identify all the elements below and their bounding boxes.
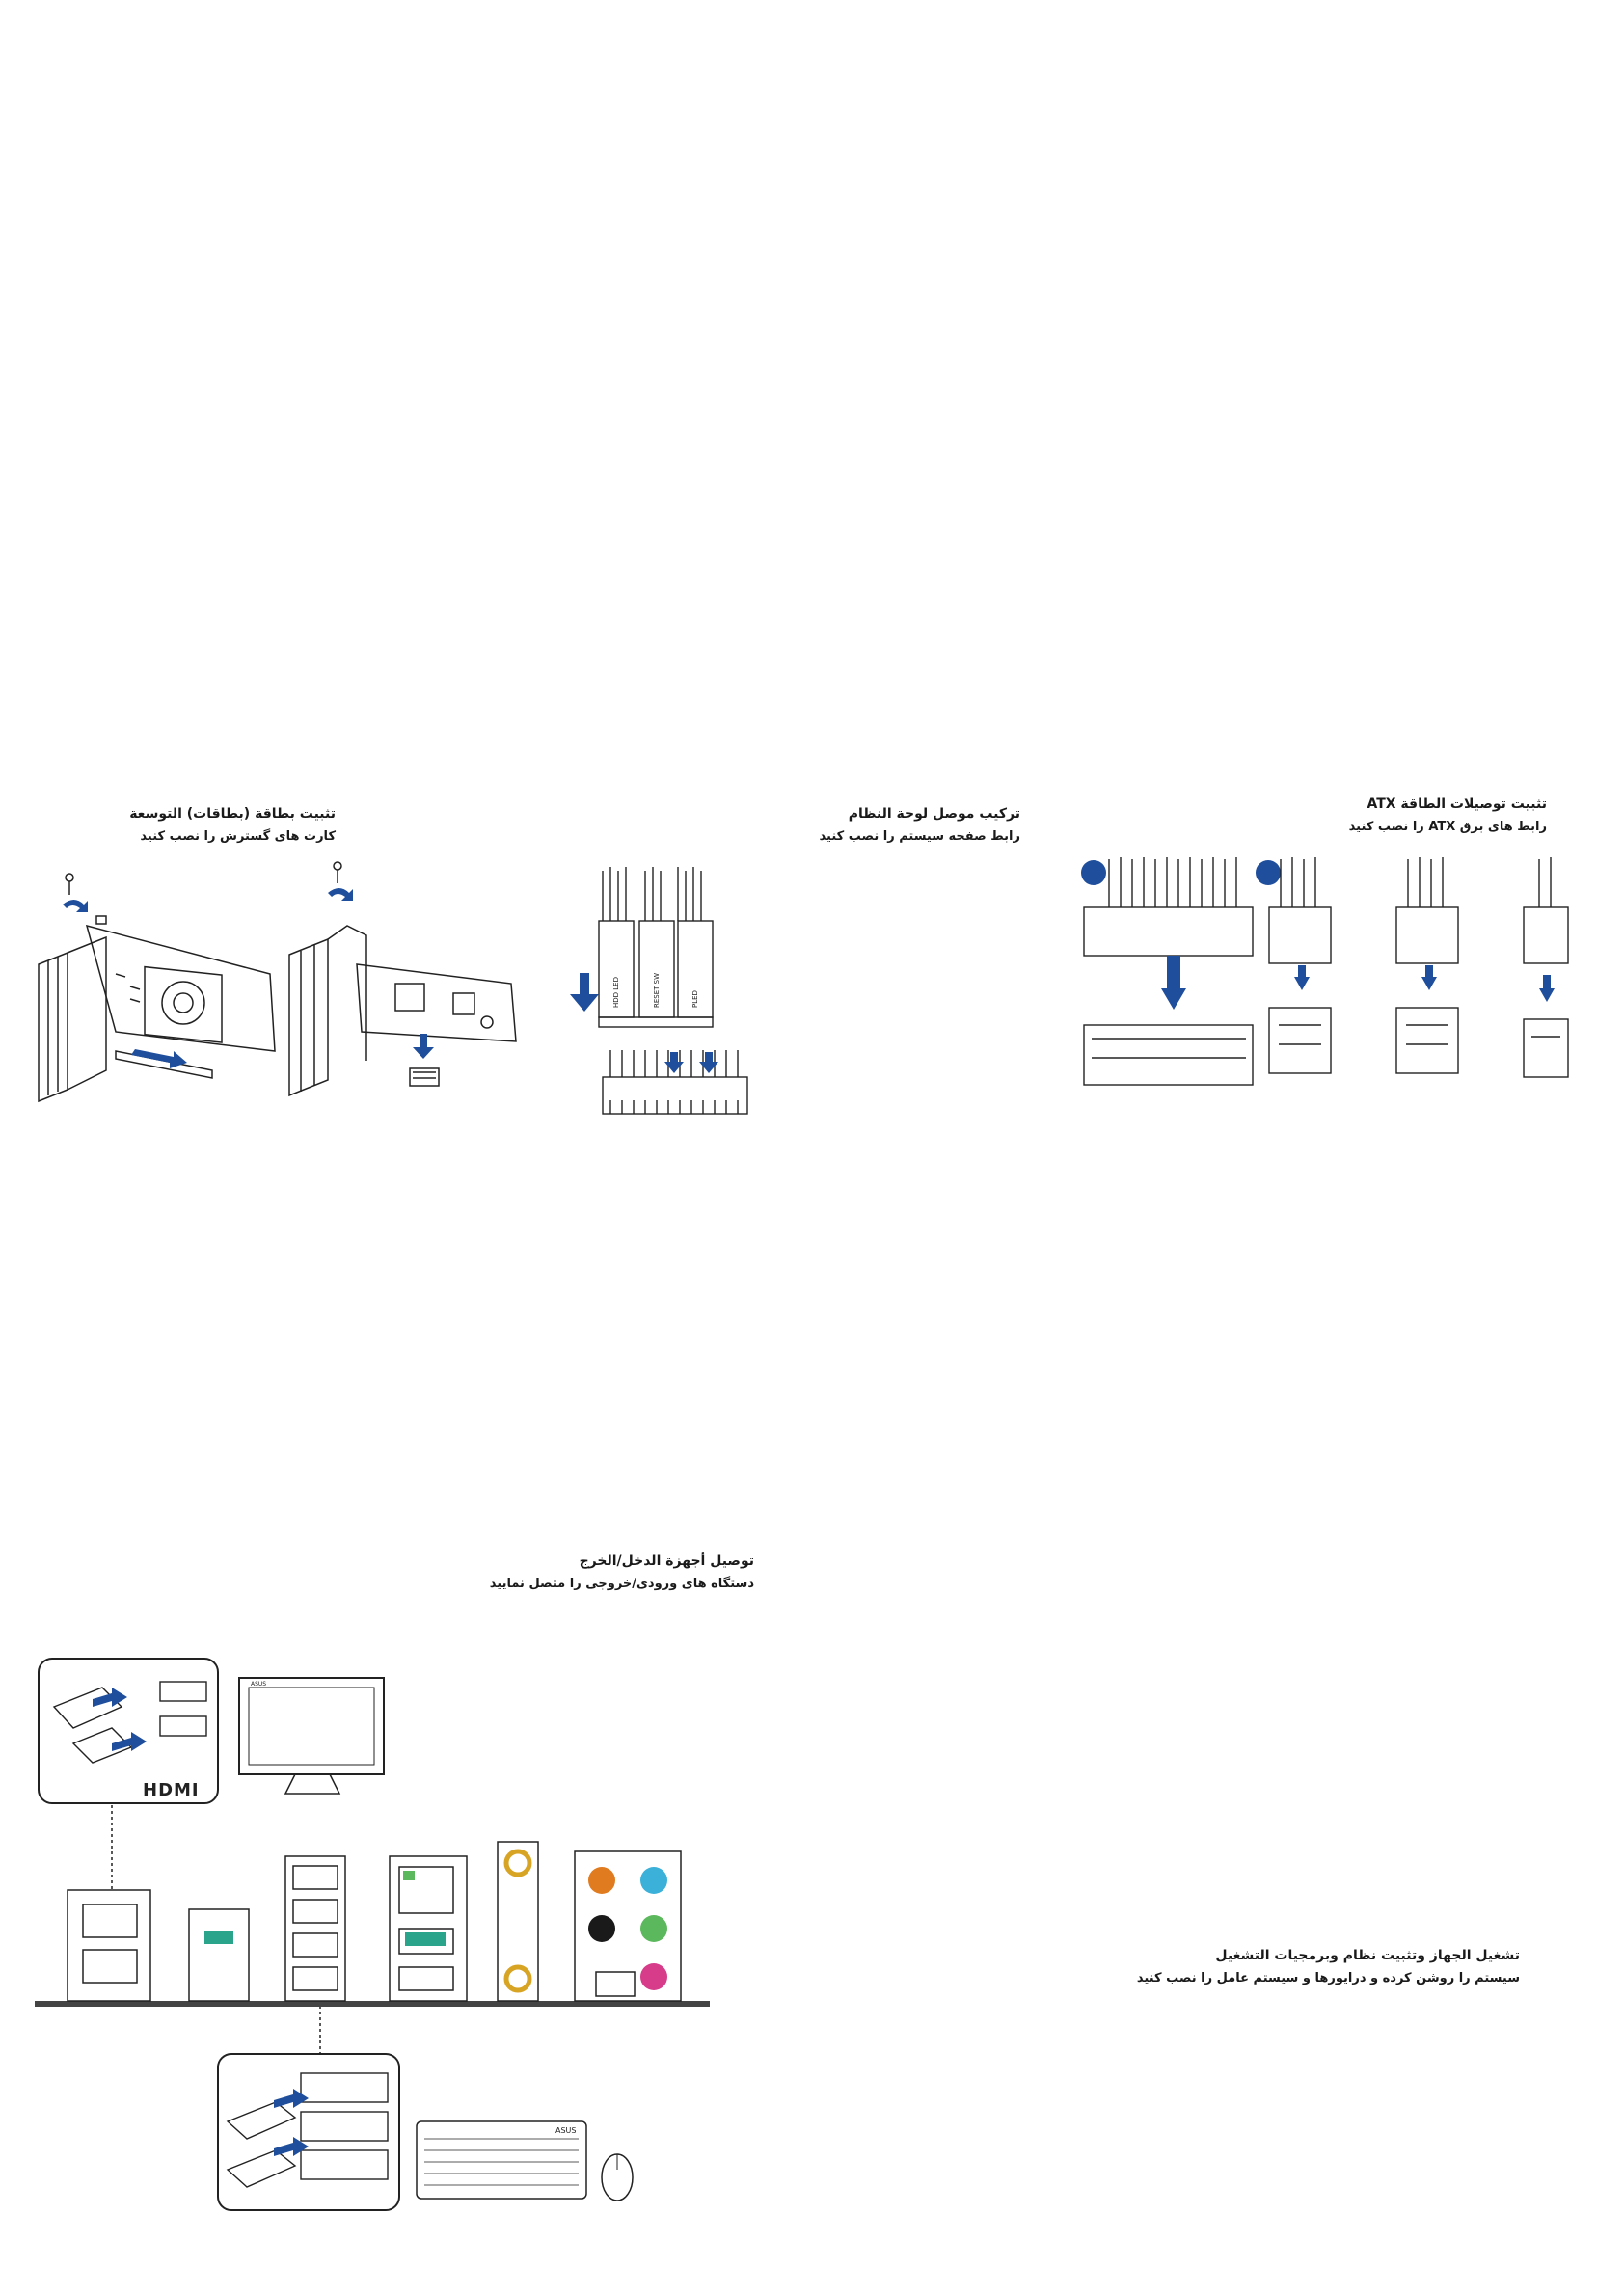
audio-orange-jack	[588, 1867, 615, 1894]
io-caption: توصيل أجهزة الدخل/الخرج دستگاه های ورودی…	[490, 1553, 754, 1591]
panel-title-ar: تركيب موصل لوحة النظام	[848, 806, 1020, 822]
step-2-badge	[1256, 860, 1281, 885]
panel-title-fa: رابط صفحه سیستم را نصب کنید	[819, 829, 1020, 844]
power-on-caption: تشغيل الجهاز وتثبيت نظام وبرمجيات التشغي…	[1137, 1948, 1520, 1985]
panel-connector-illustration: HDD LED RESET SW PLED	[570, 867, 748, 1115]
monitor-brand: ASUS	[251, 1681, 266, 1688]
audio-pink-jack	[640, 1963, 667, 1990]
expansion-title-fa: کارت های گسترش را نصب کنید	[140, 829, 336, 844]
expansion-card-illustration	[38, 861, 517, 1103]
reset-sw-label: RESET SW	[653, 973, 661, 1008]
step-1-badge	[1081, 860, 1106, 885]
usb-inset	[217, 2053, 400, 2211]
atx-caption: تثبيت توصيلات الطاقة ATX رابط های برق AT…	[1349, 797, 1547, 834]
atx-power-illustration	[1081, 857, 1569, 1086]
keyboard-brand: ASUS	[555, 2126, 576, 2135]
io-title-ar: توصيل أجهزة الدخل/الخرج	[579, 1553, 754, 1569]
keyboard-illustration	[416, 2120, 587, 2200]
audio-cyan-jack	[640, 1867, 667, 1894]
pled-label: PLED	[691, 990, 699, 1008]
panel-caption: تركيب موصل لوحة النظام رابط صفحه سیستم ر…	[820, 806, 1020, 844]
hdmi-logo: HDMI	[143, 1780, 200, 1800]
atx-title-ar: تثبيت توصيلات الطاقة ATX	[1367, 797, 1547, 812]
power-on-title-ar: تشغيل الجهاز وتثبيت نظام وبرمجيات التشغي…	[1215, 1948, 1520, 1963]
expansion-title-ar: تثبيت بطاقة (بطاقات) التوسعة	[129, 806, 336, 822]
hdmi-inset	[38, 1658, 219, 1804]
io-devices-illustration: HDMI ASUS	[35, 1658, 710, 2211]
monitor-illustration	[238, 1677, 385, 1775]
io-title-fa: دستگاه های ورودی/خروجی را متصل نمایید	[489, 1577, 754, 1591]
power-on-title-fa: سیستم را روشن کرده و درایورها و سیستم عا…	[1136, 1971, 1520, 1985]
audio-green-jack	[640, 1915, 667, 1942]
expansion-caption: تثبيت بطاقة (بطاقات) التوسعة کارت های گس…	[129, 806, 336, 844]
atx-title-fa: رابط های برق ATX را نصب کنید	[1348, 820, 1547, 834]
audio-black-jack	[588, 1915, 615, 1942]
hdd-led-label: HDD LED	[612, 977, 620, 1008]
